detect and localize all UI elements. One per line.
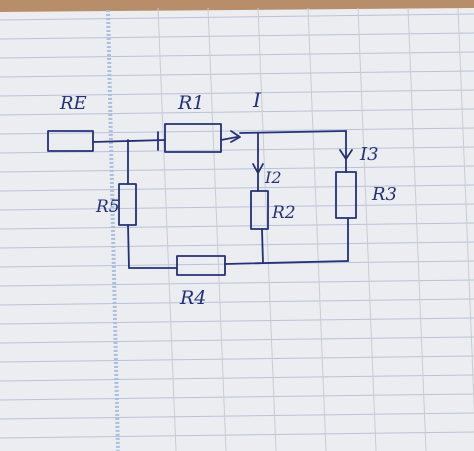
- grid-line: [157, 7, 177, 451]
- wire-bottom-right: [224, 260, 349, 265]
- resistor-r3: [335, 171, 357, 219]
- grid-line: [407, 7, 427, 451]
- ruled-line: [0, 32, 474, 40]
- wire-r2-bottom: [261, 228, 264, 264]
- ruled-line: [0, 108, 474, 116]
- ruled-line: [0, 298, 474, 306]
- resistor-r4: [176, 255, 226, 276]
- resistor-r1: [164, 123, 222, 153]
- label-i2: I2: [264, 168, 282, 187]
- ruled-line: [0, 13, 474, 21]
- resistor-re: [47, 130, 94, 152]
- ruled-line: [0, 412, 474, 420]
- circuit-diagram: [47, 123, 357, 276]
- ruled-line: [0, 279, 474, 287]
- margin-binding-line: [106, 9, 120, 451]
- label-r3: R3: [371, 184, 397, 205]
- ruled-line: [0, 317, 474, 325]
- label-re: RE: [59, 93, 87, 114]
- label-current-i: I: [252, 88, 262, 112]
- wire-r1-out: [220, 136, 238, 141]
- ruled-line: [0, 51, 474, 59]
- ruled-line: [0, 374, 474, 382]
- ruled-line: [0, 355, 474, 363]
- ruled-line: [0, 203, 474, 211]
- grid-line: [457, 7, 474, 415]
- label-r2: R2: [271, 203, 296, 223]
- ruled-line: [0, 127, 474, 135]
- grid-line: [357, 7, 377, 451]
- arrow-current-i3: [339, 149, 353, 160]
- grid-line: [307, 7, 327, 451]
- ruled-lines: [0, 13, 474, 439]
- desk-edge: [0, 0, 474, 12]
- arrow-current-i: [230, 130, 241, 143]
- ruled-line: [0, 431, 474, 439]
- label-i3: I3: [359, 144, 379, 165]
- wire-r5-down: [127, 224, 130, 269]
- ruled-line: [0, 165, 474, 173]
- ruled-line: [0, 222, 474, 230]
- ruled-line: [0, 393, 474, 401]
- grid-line: [207, 7, 227, 451]
- label-r4: R4: [179, 287, 206, 309]
- label-r1: R1: [177, 92, 204, 114]
- label-r5: R5: [95, 197, 120, 217]
- ruled-line: [0, 146, 474, 154]
- wire-re-to-r1: [92, 139, 166, 143]
- ruled-line: [0, 241, 474, 249]
- arrow-current-i2: [252, 163, 264, 174]
- ruled-line: [0, 184, 474, 192]
- ruled-line: [0, 89, 474, 97]
- ruled-line: [0, 336, 474, 344]
- resistor-r2: [250, 190, 269, 230]
- ruled-line: [0, 70, 474, 78]
